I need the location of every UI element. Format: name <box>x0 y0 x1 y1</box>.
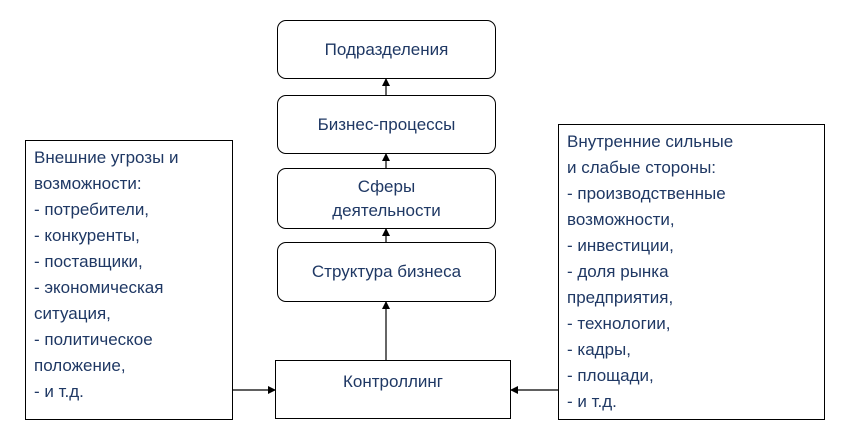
business-structure-box: Структура бизнеса <box>277 242 496 302</box>
external-line: - экономическая <box>34 278 164 297</box>
external-line: ситуация, <box>34 304 111 323</box>
external-line: Внешние угрозы и <box>34 148 179 167</box>
internal-line: - технологии, <box>567 314 671 333</box>
internal-line: - и т.д. <box>567 392 617 411</box>
external-line: положение, <box>34 356 126 375</box>
external-factors-box: Внешние угрозы и возможности: - потребит… <box>25 140 233 420</box>
internal-line: предприятия, <box>567 288 674 307</box>
spheres-label-line-2: деятельности <box>332 200 441 220</box>
internal-line: - инвестиции, <box>567 236 674 255</box>
external-line: - конкуренты, <box>34 226 140 245</box>
external-line: - поставщики, <box>34 252 143 271</box>
controlling-box: Контроллинг <box>275 360 511 419</box>
business-processes-label: Бизнес-процессы <box>317 114 456 134</box>
spheres-of-activity-box: Сферы деятельности <box>277 168 496 229</box>
spheres-label-line-1: Сферы <box>357 176 416 196</box>
internal-line: возможности, <box>567 210 675 229</box>
departments-label: Подразделения <box>324 39 449 59</box>
internal-line: - кадры, <box>567 340 631 359</box>
departments-box: Подразделения <box>277 20 496 79</box>
external-line: - и т.д. <box>34 382 84 401</box>
business-structure-label: Структура бизнеса <box>311 262 462 281</box>
external-line: возможности: <box>34 174 142 193</box>
internal-factors-box: Внутренние сильные и слабые стороны: - п… <box>558 124 825 420</box>
internal-line: Внутренние сильные <box>567 132 734 151</box>
external-line: - потребители, <box>34 200 150 219</box>
external-line: - политическое <box>34 330 153 349</box>
internal-line: и слабые стороны: <box>567 158 717 177</box>
internal-line: - площади, <box>567 366 654 385</box>
internal-line: - производственные <box>567 184 726 203</box>
controlling-label: Контроллинг <box>343 372 443 391</box>
internal-line: - доля рынка <box>567 262 669 281</box>
business-processes-box: Бизнес-процессы <box>277 95 496 154</box>
